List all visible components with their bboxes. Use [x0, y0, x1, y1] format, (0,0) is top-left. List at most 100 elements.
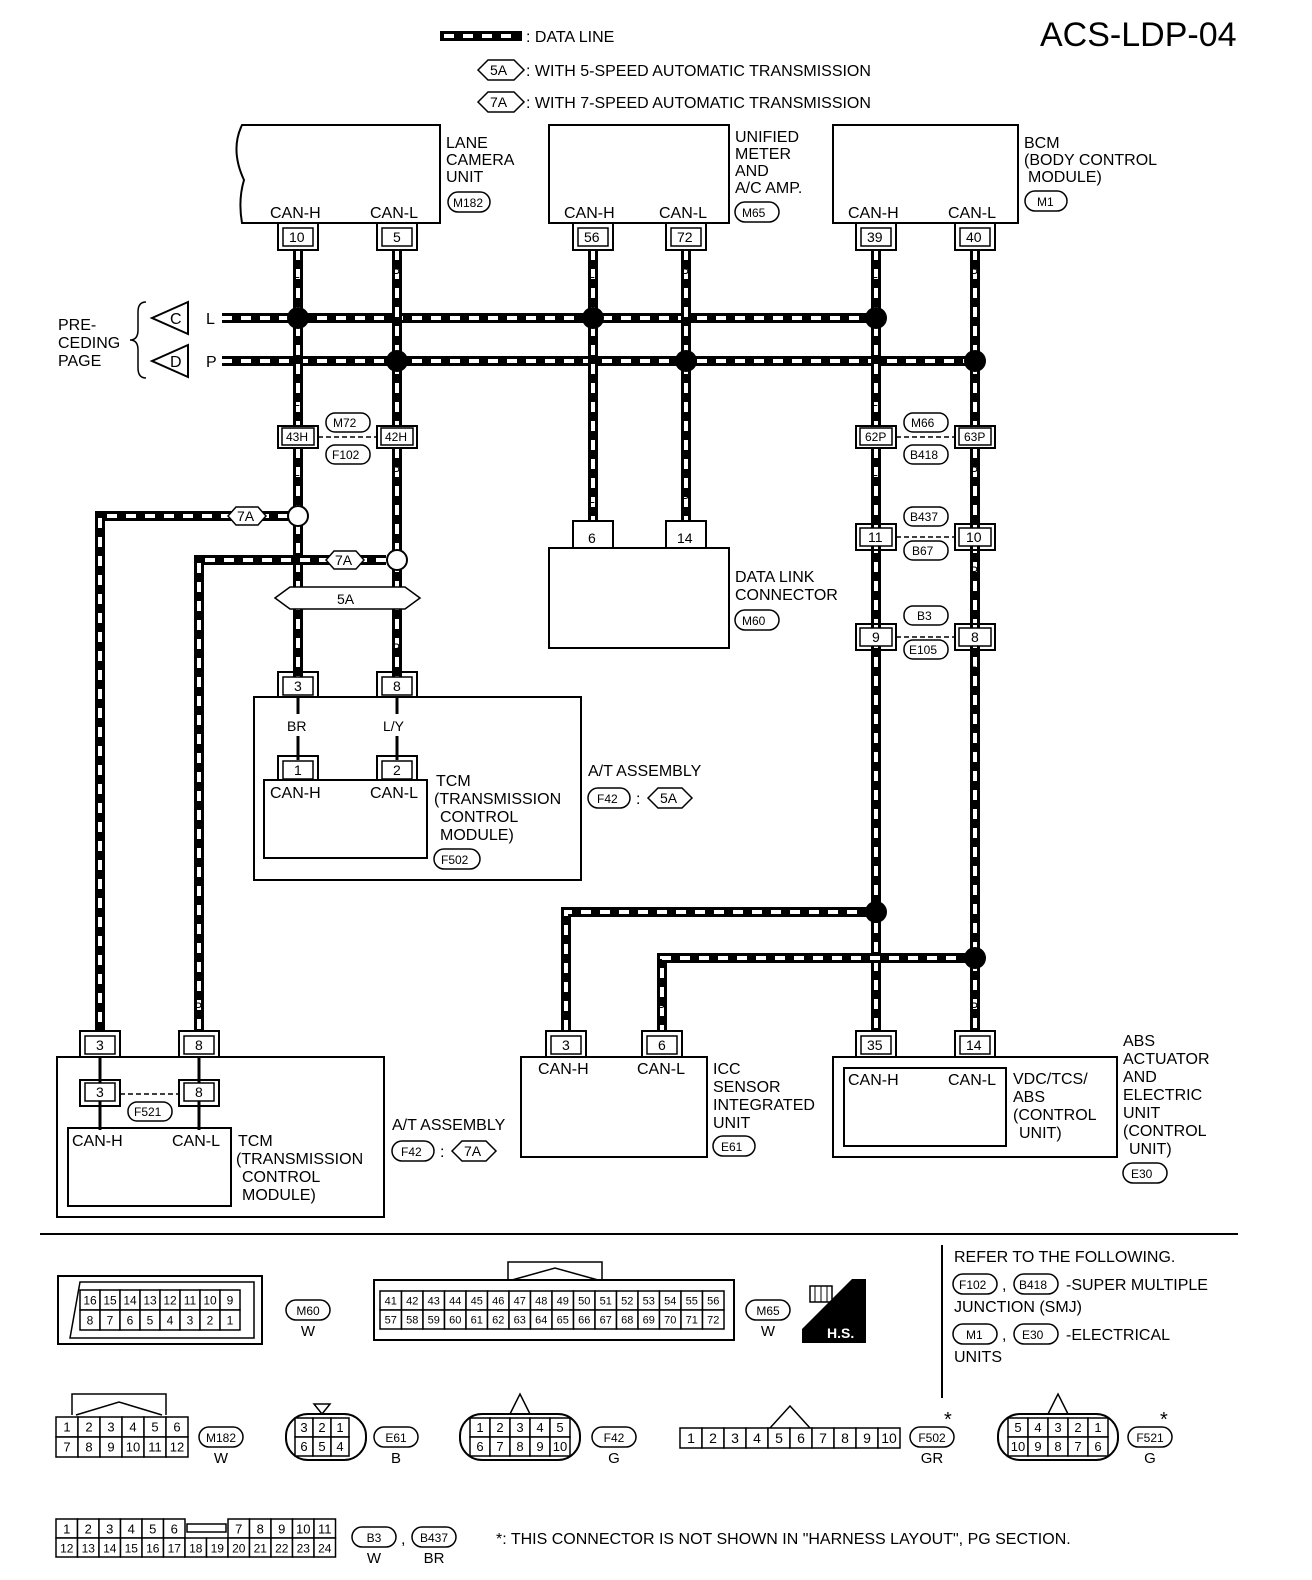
f42-cell — [549, 1436, 571, 1457]
b437-wire-color: BR — [424, 1550, 445, 1567]
m65-pin-61: 61 — [471, 1314, 483, 1326]
tcm5-label-3: CONTROL — [440, 809, 518, 826]
refer-smj: -SUPER MULTIPLE — [1066, 1277, 1208, 1294]
f42-conn-badge — [591, 1426, 637, 1448]
b3-conn-badge — [351, 1526, 397, 1548]
m65-pin-53: 53 — [643, 1295, 655, 1307]
b3-pin-17: 17 — [168, 1542, 182, 1556]
e61-pin-5: 5 — [318, 1439, 325, 1454]
f502-key — [769, 1404, 811, 1429]
m182-pin-6: 6 — [173, 1420, 180, 1435]
meter-wire-p: P — [680, 265, 689, 281]
branch-tags-7a: 7A 7A 5A — [226, 506, 422, 610]
f521-housing — [997, 1413, 1119, 1461]
m66-pin-l: 63P — [964, 430, 985, 444]
junction-m72-f102: L P 43H 42H M72 F102 L P — [277, 393, 418, 479]
refer-conn-4: E30 — [1022, 1328, 1044, 1342]
m65-pin-71: 71 — [686, 1314, 698, 1326]
m60-pin-15: 15 — [103, 1293, 117, 1307]
tcm7-opt: 7A — [464, 1143, 482, 1159]
bcm-pin-l: 40 — [966, 229, 982, 245]
legend-tag-5a: 5A — [490, 62, 508, 78]
meter-pin-h: 56 — [584, 229, 600, 245]
refer-notes: REFER TO THE FOLLOWING. F102 , B418 -SUP… — [952, 1249, 1208, 1366]
m182-pin-12: 12 — [170, 1440, 184, 1455]
icc-conn: E61 — [721, 1140, 743, 1154]
icc-label-1: ICC — [713, 1061, 741, 1078]
m66-wire-p-bot: P — [969, 463, 978, 479]
m65-latch — [507, 1261, 603, 1280]
dlc-conn: M60 — [742, 614, 766, 628]
meter-label-2: METER — [735, 146, 791, 163]
lane-camera-can-h: CAN-H — [270, 205, 321, 222]
f521-pin-2: 2 — [1074, 1420, 1081, 1435]
tcm7-label-3: CONTROL — [242, 1169, 320, 1186]
m182-pin-9: 9 — [107, 1440, 114, 1455]
junction-m66-b418: L P 62P 63P M66 B418 L P — [855, 393, 996, 479]
b3-pin-11: 11 — [318, 1522, 332, 1537]
f521-pin-5: 5 — [1014, 1420, 1021, 1435]
legend: : DATA LINE 5A : WITH 5-SPEED AUTOMATIC … — [440, 29, 871, 113]
abs-label-3: AND — [1123, 1069, 1157, 1086]
b437-conn-a: B437 — [910, 510, 938, 524]
f42-pin-4: 4 — [536, 1420, 543, 1435]
tcm7-assembly-conn: F42 — [401, 1145, 422, 1159]
preceding-page-label-1: PRE- — [58, 317, 96, 334]
tcm7-inner-conn: F521 — [134, 1105, 162, 1119]
f502-wire-color: GR — [921, 1450, 944, 1467]
bcm-pin-h: 39 — [867, 229, 883, 245]
meter-label-1: UNIFIED — [735, 129, 799, 146]
refer-eu-2: UNITS — [954, 1349, 1002, 1366]
bcm-label-2: (BODY CONTROL — [1024, 152, 1157, 169]
m65-pin-48: 48 — [535, 1295, 547, 1307]
m72-wire-p-bot: P — [391, 463, 400, 479]
tcm5-wire-p: P — [391, 640, 400, 656]
f42-pin-2: 2 — [496, 1420, 503, 1435]
m182-pin-10: 10 — [126, 1440, 140, 1455]
b3-pin-4: 4 — [128, 1522, 135, 1537]
icc-pin-l: 6 — [658, 1037, 666, 1053]
can-bus-wires — [95, 250, 980, 1030]
abs-inner-4: UNIT) — [1019, 1125, 1062, 1142]
tcm5-conn: F502 — [441, 853, 469, 867]
bcm: CAN-H CAN-L BCM (BODY CONTROL MODULE) M1… — [832, 124, 1157, 281]
abs-wire-l: L — [870, 999, 878, 1015]
m60-pin-11: 11 — [184, 1293, 197, 1307]
f502-pin-10: 10 — [881, 1430, 897, 1446]
m65-pin-55: 55 — [686, 1295, 698, 1307]
b3-pin-6: 6 — [171, 1522, 178, 1537]
meter-conn: M65 — [742, 206, 766, 220]
tcm7-label-4: MODULE) — [242, 1187, 316, 1204]
b437-wire-p: P — [969, 563, 978, 579]
f502-pin-8: 8 — [841, 1430, 849, 1446]
f42-pin-1: 1 — [476, 1420, 483, 1435]
icc-label-3: INTEGRATED — [713, 1097, 815, 1114]
b3-conn-name: B3 — [367, 1531, 382, 1545]
bcm-wire-p: P — [969, 265, 978, 281]
b3-pin-16: 16 — [146, 1542, 160, 1556]
b3-pin-1: 1 — [63, 1522, 70, 1537]
m72-pin-l: 42H — [385, 430, 407, 444]
f521-pin-6: 6 — [1094, 1439, 1101, 1454]
f521-pin-1: 1 — [1094, 1420, 1101, 1435]
m182-pin-7: 7 — [63, 1440, 70, 1455]
abs-label-2: ACTUATOR — [1123, 1051, 1210, 1068]
b3-pin-3: 3 — [106, 1522, 113, 1537]
diagram-id: ACS-LDP-04 — [1040, 16, 1237, 54]
junction-b437-b67: 11 10 B437 B67 L P — [855, 506, 996, 579]
m60-pin-5: 5 — [147, 1313, 154, 1327]
icc-can-l: CAN-L — [637, 1061, 685, 1078]
f42-pin-7: 7 — [496, 1439, 503, 1454]
m65-pin-56: 56 — [707, 1295, 719, 1307]
m65-latch-peak — [511, 1267, 599, 1281]
footnote: *: THIS CONNECTOR IS NOT SHOWN IN "HARNE… — [496, 1531, 1071, 1548]
preceding-page-l: L — [206, 311, 215, 328]
icc-wire-l: L — [560, 999, 568, 1015]
m65-housing — [373, 1279, 735, 1341]
e61-pin-2: 2 — [318, 1420, 325, 1435]
b3-wire-l: L — [870, 663, 878, 679]
abs-actuator: L P 35 14 CAN-H CAN-L VDC/TCS/ ABS (CONT… — [832, 999, 1210, 1184]
e61-pin-1: 1 — [336, 1420, 343, 1435]
m65-conn-badge — [745, 1299, 791, 1321]
abs-wire-p: P — [969, 999, 978, 1015]
